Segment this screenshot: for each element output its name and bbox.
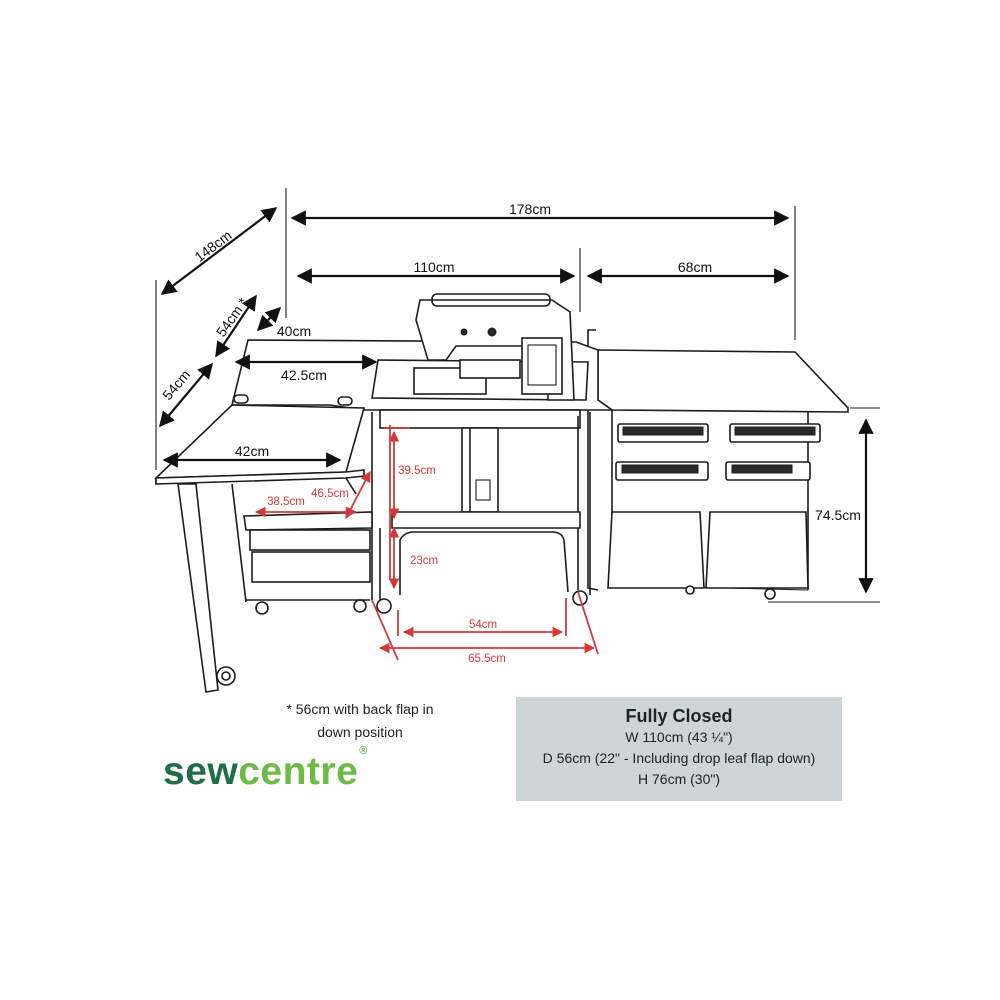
storage-bin — [705, 511, 809, 589]
spec-width: W 110cm (43 ¼") — [625, 729, 733, 745]
label-knee-height: 39.5cm — [398, 465, 436, 477]
left-section — [153, 394, 373, 693]
logo-text-sew: sew — [163, 750, 239, 793]
drawer — [249, 529, 371, 551]
sewcentre-logo: sewcentre® — [163, 746, 368, 793]
label-center-width: 110cm — [414, 259, 455, 275]
fully-closed-spec-box: Fully Closed W 110cm (43 ¼") D 56cm (22"… — [516, 697, 842, 801]
footnote-line: * 56cm with back flap in — [286, 701, 434, 717]
label-leg-inner: 54cm — [469, 619, 497, 631]
lift-mechanism — [461, 427, 499, 513]
label-drawer-width: 38.5cm — [267, 496, 305, 508]
dim-rear-leaf — [256, 306, 282, 332]
inner-dimension-lines: 38.5cm 46.5cm 39.5cm 23cm 54cm 65.5cm — [254, 425, 599, 665]
label-open-depth: 148cm — [191, 227, 234, 265]
dim-rear-flap — [215, 294, 257, 358]
label-rear-leaf: 40cm — [277, 323, 311, 339]
dim-front-flap — [159, 362, 213, 428]
spec-title: Fully Closed — [625, 706, 733, 726]
label-drawer-diag: 46.5cm — [311, 488, 349, 500]
spec-height: H 76cm (30") — [638, 771, 720, 787]
storage-bin — [607, 511, 705, 589]
label-right-width: 68cm — [678, 259, 712, 275]
label-leaf-width: 42cm — [235, 443, 269, 459]
dim-drawer-diag — [345, 471, 371, 519]
label-leg-outer: 65.5cm — [468, 653, 506, 665]
cabinet-drawing — [153, 293, 849, 693]
label-total-width: 178cm — [509, 201, 551, 217]
front-flap — [153, 404, 366, 479]
right-storage-section — [587, 329, 849, 600]
label-height: 74.5cm — [815, 507, 861, 523]
drop-leaf-leg — [177, 483, 219, 693]
sewing-machine — [413, 293, 575, 401]
label-front-flap: 54cm — [159, 367, 193, 404]
registered-mark: ® — [359, 745, 368, 757]
footnote: * 56cm with back flap in down position — [262, 698, 458, 744]
label-knee-bottom: 23cm — [410, 555, 438, 567]
footnote-line: down position — [317, 724, 403, 740]
dim-open-depth — [160, 207, 278, 295]
spec-depth: D 56cm (22" - Including drop leaf flap d… — [542, 750, 816, 766]
logo-text-centre: centre — [238, 750, 359, 793]
drawer — [251, 551, 371, 583]
label-flap-width: 42.5cm — [281, 367, 327, 383]
